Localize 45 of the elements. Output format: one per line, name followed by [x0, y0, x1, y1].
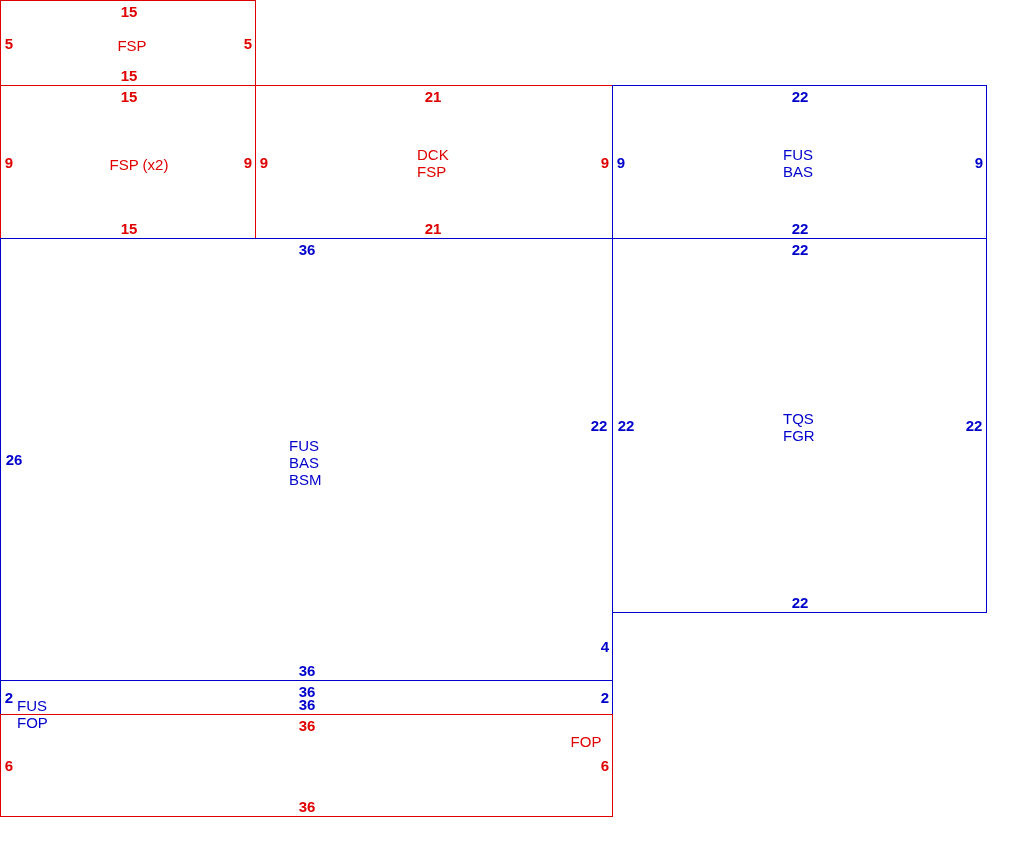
dimension-label: 2	[4, 688, 14, 706]
panel-label: FUS BAS	[783, 146, 814, 180]
dimension-label: 6	[4, 756, 14, 774]
dimension-label: 36	[298, 661, 316, 679]
dimension-label: 36	[298, 716, 316, 734]
dimension-label: 2	[600, 688, 610, 706]
dimension-label: 36	[298, 682, 316, 700]
cut-panel	[0, 238, 613, 681]
dimension-label: 15	[120, 87, 138, 105]
dimension-label: 22	[791, 87, 809, 105]
dimension-label: 5	[243, 34, 253, 52]
panel-label: FSP	[117, 36, 147, 54]
dimension-label: 26	[5, 450, 23, 468]
dimension-label: 9	[243, 153, 253, 171]
panel-label: FOP	[570, 732, 602, 750]
dimension-label: 22	[617, 416, 635, 434]
dimension-label: 22	[791, 593, 809, 611]
dimension-label: 15	[120, 2, 138, 20]
cut-panel	[612, 85, 987, 239]
dimension-label: 22	[791, 240, 809, 258]
cut-panel	[0, 714, 613, 817]
dimension-label: 9	[616, 153, 626, 171]
dimension-label: 9	[974, 153, 984, 171]
cut-panel	[0, 0, 256, 86]
dimension-label: 9	[4, 153, 14, 171]
dimension-label: 4	[600, 637, 610, 655]
dimension-label: 5	[4, 34, 14, 52]
cut-panel	[612, 238, 987, 613]
dimension-label: 6	[600, 756, 610, 774]
panel-label: DCK FSP	[417, 146, 450, 180]
dimension-label: 22	[965, 416, 983, 434]
dimension-label: 15	[120, 219, 138, 237]
dimension-label: 21	[424, 87, 442, 105]
panel-label: TQS FGR	[783, 410, 816, 444]
dimension-label: 22	[590, 416, 608, 434]
dimension-label: 21	[424, 219, 442, 237]
dimension-label: 9	[259, 153, 269, 171]
dimension-label: 22	[791, 219, 809, 237]
dimension-label: 9	[600, 153, 610, 171]
panel-label: FUS BAS BSM	[289, 436, 323, 488]
panel-label: FSP (x2)	[109, 155, 169, 173]
panel-label: FUS FOP	[17, 697, 49, 731]
dimension-label: 36	[298, 797, 316, 815]
dimension-label: 15	[120, 66, 138, 84]
dimension-label: 36	[298, 240, 316, 258]
